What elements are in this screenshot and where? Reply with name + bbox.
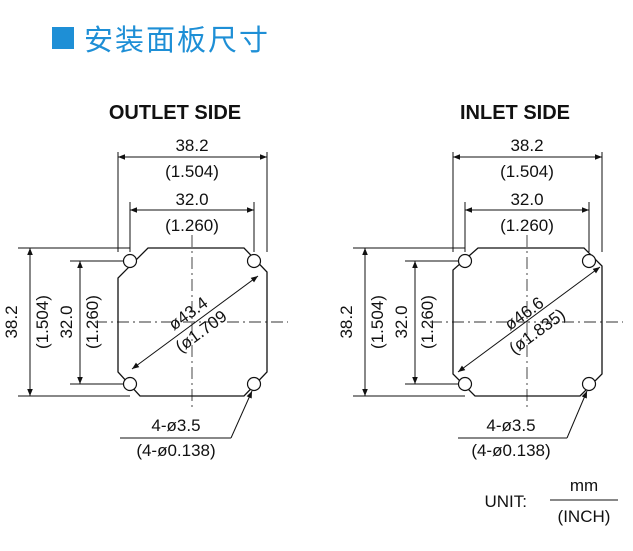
outlet-view: OUTLET SIDE 38.2 (1.504) 32.0 (1.260) 38…	[2, 102, 288, 460]
outlet-leader-line	[230, 390, 253, 439]
outlet-pitch-mm: 32.0	[175, 190, 208, 209]
inlet-diag-dim-line	[457, 266, 601, 373]
outlet-mount-hole	[122, 376, 138, 392]
inlet-outer-inch: (1.504)	[500, 162, 554, 181]
inlet-outer-vinch: (1.504)	[368, 295, 387, 349]
outlet-pitch-vmm: 32.0	[57, 305, 76, 338]
inlet-pitch-vmm: 32.0	[392, 305, 411, 338]
inlet-pitch-inch: (1.260)	[500, 216, 554, 235]
inlet-mount-hole	[457, 376, 473, 392]
outlet-mount-hole	[122, 253, 138, 269]
outlet-mount-hole	[246, 253, 262, 269]
outlet-title: OUTLET SIDE	[109, 102, 241, 124]
outlet-outer-vmm: 38.2	[2, 305, 21, 338]
inlet-view: INLET SIDE 38.2 (1.504) 32.0 (1.260) 38.…	[337, 102, 623, 460]
unit-denominator: (INCH)	[558, 507, 611, 526]
outlet-outer-vinch: (1.504)	[33, 295, 52, 349]
outlet-outer-inch: (1.504)	[165, 162, 219, 181]
inlet-outer-mm: 38.2	[510, 136, 543, 155]
section-header: 安装面板尺寸	[52, 18, 270, 58]
outlet-outer-mm: 38.2	[175, 136, 208, 155]
outlet-mount-hole	[246, 376, 262, 392]
outlet-pitch-inch: (1.260)	[165, 216, 219, 235]
outlet-holes-inch: (4-ø0.138)	[136, 441, 215, 460]
outlet-holes-mm: 4-ø3.5	[151, 416, 200, 435]
outlet-pitch-vinch: (1.260)	[83, 295, 102, 349]
inlet-leader-line	[566, 390, 588, 439]
inlet-mount-hole	[581, 253, 597, 269]
inlet-mount-hole	[581, 376, 597, 392]
unit-numerator: mm	[570, 476, 598, 495]
inlet-title: INLET SIDE	[460, 102, 570, 124]
unit-label: UNIT:	[485, 492, 528, 511]
unit-legend: UNIT: mm (INCH)	[485, 476, 618, 526]
inlet-pitch-mm: 32.0	[510, 190, 543, 209]
section-title: 安装面板尺寸	[84, 23, 271, 57]
inlet-outer-vmm: 38.2	[337, 305, 356, 338]
square-bullet-icon	[52, 27, 74, 49]
inlet-holes-mm: 4-ø3.5	[486, 416, 535, 435]
inlet-diag-label: ø46.6 (ø1.835)	[501, 293, 569, 358]
inlet-pitch-vinch: (1.260)	[418, 295, 437, 349]
outlet-diag-dim-line	[131, 275, 259, 370]
inlet-holes-inch: (4-ø0.138)	[471, 441, 550, 460]
inlet-mount-hole	[457, 253, 473, 269]
